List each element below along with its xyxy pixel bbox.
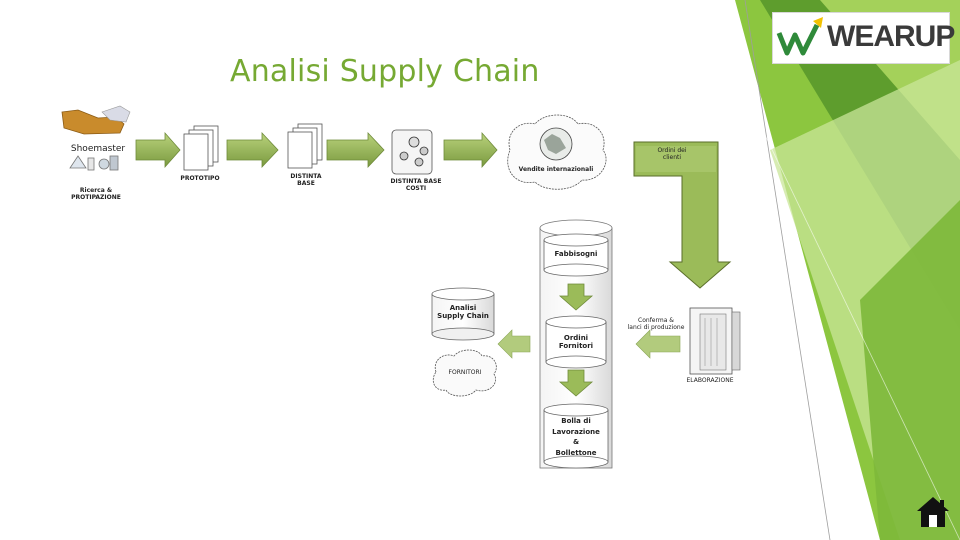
database-icon — [431, 287, 495, 341]
arrow-1 — [135, 131, 181, 169]
server-icon — [689, 307, 741, 375]
down-arrow — [558, 283, 594, 311]
wearup-logo: WEARUP — [772, 12, 955, 64]
prototipo-label: PROTOTIPO — [180, 175, 220, 182]
document-stack-icon — [287, 123, 323, 169]
arrow-4 — [443, 131, 498, 169]
fornitori-label: FORNITORI — [448, 369, 482, 376]
database-icon — [545, 315, 607, 369]
logo-text: WEARUP — [827, 20, 955, 53]
ricerca-label: Ricerca & PROTIPAZIONE — [71, 187, 121, 201]
conferma-label: Conferma & lanci di produzione — [627, 317, 685, 331]
database-icon — [543, 403, 609, 469]
down-arrow — [558, 369, 594, 397]
analisi-supply-chain-label: Analisi Supply Chain — [437, 304, 489, 321]
arrow-2 — [226, 131, 279, 169]
cloud-icon — [432, 349, 497, 397]
shoemaster-label: Shoemaster — [70, 144, 126, 154]
database-icon — [543, 233, 609, 277]
left-arrow — [635, 329, 681, 359]
fabbisogni-label: Fabbisogni — [554, 250, 598, 258]
home-icon[interactable] — [915, 494, 951, 530]
document-stack-icon — [183, 125, 219, 171]
logo-mark-icon — [776, 17, 823, 56]
orders-arrow — [633, 141, 732, 289]
home-glyph — [917, 497, 949, 527]
shoe-icon — [61, 105, 131, 135]
slide-title: Analisi Supply Chain — [230, 54, 540, 89]
bolla-label: Bolla di Lavorazione & Bollettone — [552, 417, 600, 457]
left-arrow — [497, 329, 531, 359]
elaborazione-label: ELABORAZIONE — [686, 377, 734, 384]
distinta-base-costi-label: DISTINTA BASE COSTI — [390, 178, 442, 192]
coins-icon — [391, 129, 433, 175]
distinta-base-label: DISTINTA BASE — [290, 173, 322, 187]
vendite-label: Vendite internazionali — [518, 166, 594, 173]
lab-tools-icon — [69, 155, 119, 171]
arrow-3 — [326, 131, 385, 169]
globe-icon — [507, 114, 607, 190]
ordini-fornitori-label: Ordini Fornitori — [558, 334, 594, 351]
ordini-clienti-label: Ordini dei clienti — [657, 147, 687, 161]
